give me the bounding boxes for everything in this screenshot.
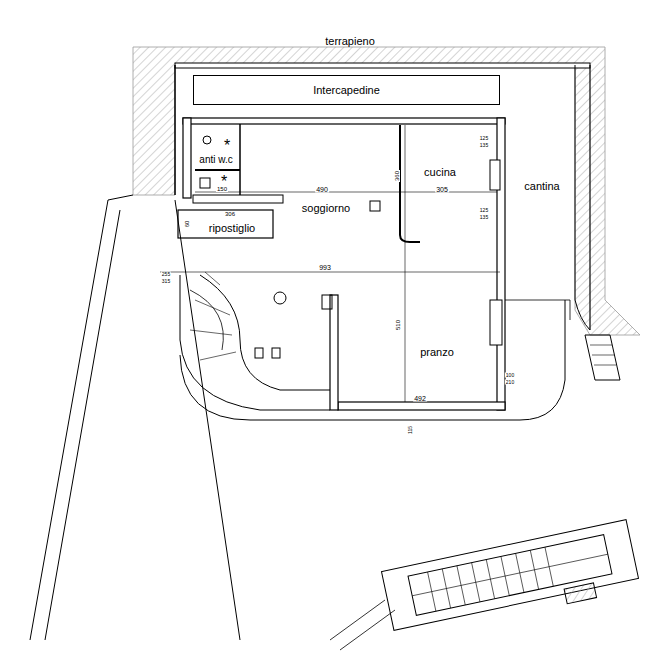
room-name: Intercapedine	[313, 84, 380, 96]
room-box: Intercapedine	[193, 75, 500, 105]
note: terrapieno	[325, 36, 375, 47]
room-name: cantina	[524, 181, 559, 192]
room-name: cucina	[424, 167, 456, 178]
dimension: 306	[224, 211, 236, 217]
dimension: 115	[408, 425, 413, 435]
room-name: soggiorno	[302, 203, 350, 214]
room-name: pranzo	[420, 347, 454, 358]
dimension: 100	[505, 373, 515, 378]
room-name: anti w.c	[199, 155, 232, 165]
dimension: 210	[505, 380, 515, 385]
dimension: 360	[394, 170, 400, 182]
dimension: 125	[479, 208, 489, 213]
dimension: 255	[161, 272, 171, 277]
dimension: 150	[216, 186, 228, 192]
symbol: *	[224, 138, 230, 154]
room-name: ripostiglio	[209, 223, 255, 234]
dimension: 125	[479, 136, 489, 141]
dimension: 135	[479, 215, 489, 220]
dimension: 305	[435, 186, 449, 193]
dimension: 315	[161, 279, 171, 284]
dimension: 490	[315, 186, 329, 193]
dimension: 993	[318, 264, 332, 271]
dimension: 135	[479, 143, 489, 148]
dimension: 492	[413, 395, 427, 402]
dimension: 60	[184, 220, 190, 229]
dimension: 510	[395, 319, 401, 331]
